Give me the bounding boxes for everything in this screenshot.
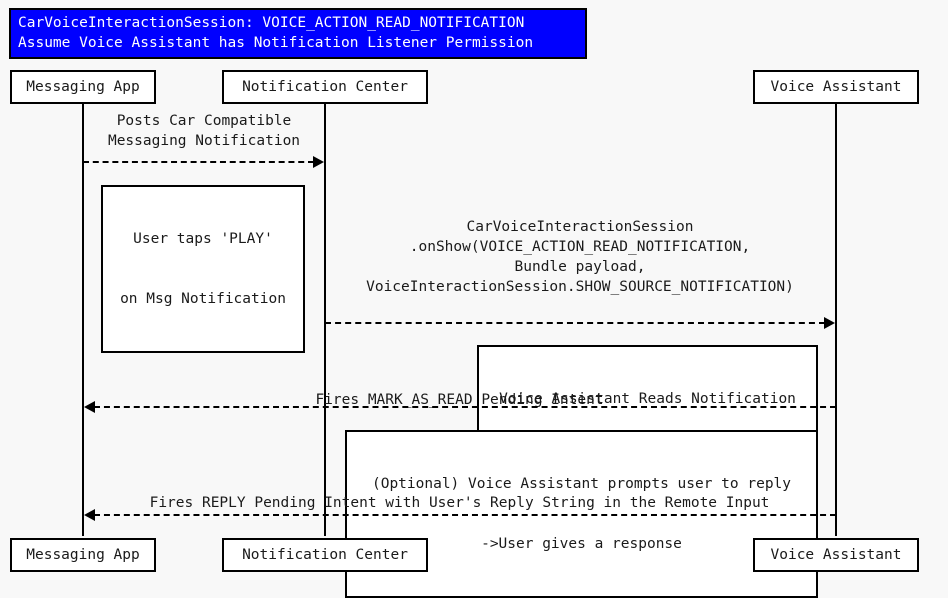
arrowhead-on-show-icon bbox=[824, 317, 835, 329]
participant-voice-assistant-top[interactable]: Voice Assistant bbox=[753, 70, 919, 104]
message-label-post-notification-line-1: Posts Car Compatible bbox=[116, 113, 292, 129]
message-label-on-show-line-3: Bundle payload, bbox=[514, 259, 646, 275]
note-user-taps-play-line-1: User taps 'PLAY' bbox=[133, 231, 273, 247]
message-label-reply-intent: Fires REPLY Pending Intent with User's R… bbox=[149, 495, 770, 511]
participant-messaging-app-bottom[interactable]: Messaging App bbox=[10, 538, 156, 572]
message-arrow-reply-intent bbox=[94, 514, 836, 516]
arrowhead-mark-as-read-icon bbox=[84, 401, 95, 413]
message-label-on-show-line-2: .onShow(VOICE_ACTION_READ_NOTIFICATION, bbox=[409, 239, 751, 255]
note-optional-reply-prompt-line-1: (Optional) Voice Assistant prompts user … bbox=[371, 476, 792, 492]
participant-notification-center-top[interactable]: Notification Center bbox=[222, 70, 428, 104]
message-label-on-show-line-4: VoiceInteractionSession.SHOW_SOURCE_NOTI… bbox=[366, 279, 794, 295]
note-voice-assistant-reads-line-1: Voice Assistant Reads Notification bbox=[499, 391, 796, 407]
message-label-post-notification-line-2: Messaging Notification bbox=[107, 133, 301, 149]
arrowhead-post-notification-icon bbox=[313, 156, 324, 168]
diagram-title-banner: CarVoiceInteractionSession: VOICE_ACTION… bbox=[9, 8, 587, 59]
lifeline-notification-center bbox=[324, 104, 326, 536]
note-user-taps-play-line-2: on Msg Notification bbox=[120, 291, 286, 307]
lifeline-voice-assistant bbox=[835, 104, 837, 536]
note-optional-reply-prompt-line-2: ->User gives a response bbox=[481, 536, 682, 552]
participant-voice-assistant-bottom[interactable]: Voice Assistant bbox=[753, 538, 919, 572]
participant-messaging-app-top[interactable]: Messaging App bbox=[10, 70, 156, 104]
arrowhead-reply-intent-icon bbox=[84, 509, 95, 521]
diagram-title-line-2: Assume Voice Assistant has Notification … bbox=[18, 35, 534, 51]
message-label-mark-as-read: Fires MARK_AS_READ Pending Intent bbox=[315, 392, 604, 408]
diagram-title-line-1: CarVoiceInteractionSession: VOICE_ACTION… bbox=[18, 15, 525, 31]
message-arrow-on-show bbox=[325, 322, 825, 324]
participant-notification-center-bottom[interactable]: Notification Center bbox=[222, 538, 428, 572]
note-user-taps-play: User taps 'PLAY' on Msg Notification bbox=[101, 185, 305, 353]
message-arrow-mark-as-read bbox=[94, 406, 836, 408]
message-arrow-post-notification bbox=[83, 161, 314, 163]
message-label-on-show-line-1: CarVoiceInteractionSession bbox=[466, 219, 694, 235]
lifeline-messaging-app bbox=[82, 104, 84, 536]
